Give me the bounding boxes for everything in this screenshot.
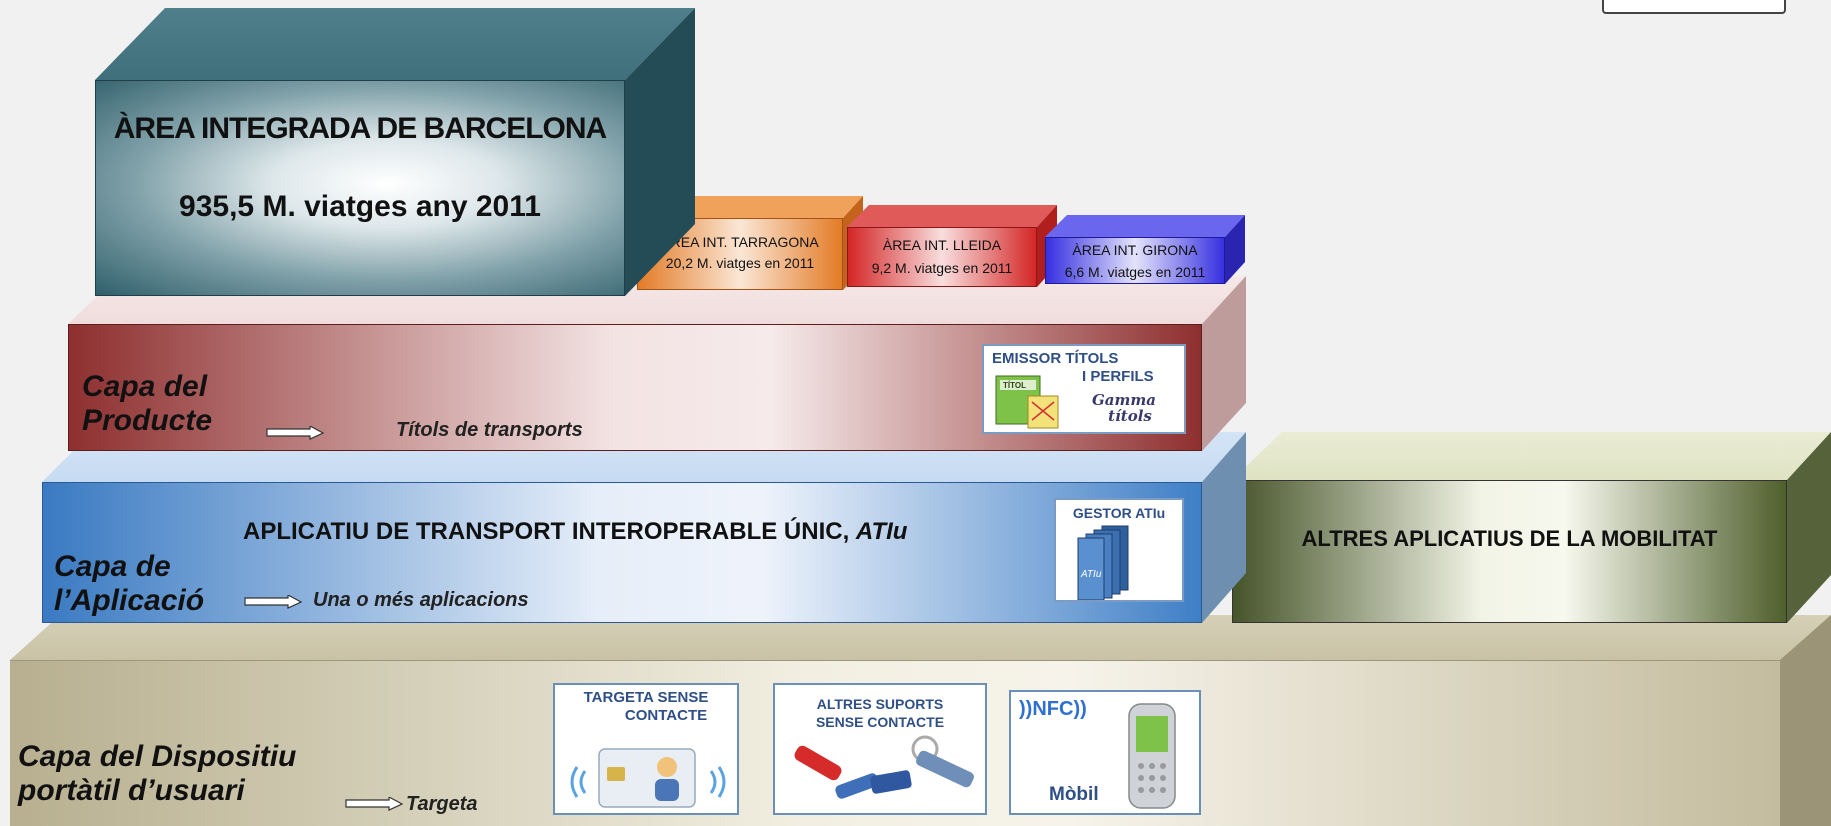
nfc-waves-left-icon: )) — [1019, 698, 1033, 720]
emissor-titols-line1: EMISSOR TÍTOLS — [992, 350, 1119, 367]
girona-side — [1225, 215, 1245, 284]
emissor-titols-line2: I PERFILS — [1082, 368, 1154, 385]
application-layer-arrow — [244, 595, 302, 609]
ticket-label: TÍTOL — [1003, 381, 1026, 390]
other-supports-title: ALTRES SUPORTS SENSE CONTACTE — [815, 696, 945, 730]
nfc-waves-right-icon: )) — [1073, 698, 1087, 720]
gestor-atiu-box: GESTOR ATIu ATIu — [1054, 498, 1184, 602]
nfc-label: ))NFC)) — [1019, 698, 1087, 720]
gamma-titols-caption: Gamma títols — [1092, 391, 1156, 425]
product-layer-subtitle: Títols de transports — [396, 419, 583, 441]
product-layer-title: Capa del Producte — [82, 370, 213, 437]
device-layer-subtitle: Targeta — [406, 793, 478, 815]
lleida-front — [847, 227, 1037, 287]
lleida-label: ÀREA INT. LLEIDA 9,2 M. viatges en 2011 — [871, 237, 1013, 276]
other-apps-label: ALTRES APLICATIUS DE LA MOBILITAT — [1301, 526, 1718, 551]
tarragona-label: ÀREA INT. TARRAGONA 20,2 M. viatges en 2… — [661, 234, 819, 271]
barcelona-title: ÀREA INTEGRADA DE BARCELONA — [113, 112, 607, 145]
device-layer-title: Capa del Dispositiu portàtil d’usuari — [18, 740, 297, 807]
ticket-icon: TÍTOL — [995, 375, 1059, 429]
application-layer-subtitle: Una o més aplicacions — [313, 589, 529, 611]
books-icon: ATIu — [1077, 525, 1129, 600]
contactless-card-box: TARGETA SENSE CONTACTE — [553, 683, 739, 815]
other-supports-box: ALTRES SUPORTS SENSE CONTACTE — [773, 683, 987, 815]
application-layer-front — [42, 482, 1202, 623]
barcelona-front — [95, 80, 625, 296]
girona-top — [1045, 215, 1245, 237]
contactless-card-title: TARGETA SENSE CONTACTE — [583, 689, 709, 724]
product-layer-arrow — [266, 426, 324, 440]
other-apps-top — [1232, 432, 1831, 480]
device-layer-arrow — [345, 797, 403, 811]
other-apps-front — [1232, 480, 1787, 623]
application-layer-title: Capa de l’Aplicació — [54, 550, 205, 617]
usb-keys-icon — [794, 735, 974, 799]
girona-label: ÀREA INT. GIRONA 6,6 M. viatges en 2011 — [1064, 242, 1206, 280]
barcelona-subtitle: 935,5 M. viatges any 2011 — [179, 190, 541, 223]
tarragona-front — [637, 218, 843, 290]
barcelona-top — [95, 8, 695, 80]
contactless-card-icon — [570, 748, 726, 808]
application-heading: APLICATIU DE TRANSPORT INTEROPERABLE ÚNI… — [243, 518, 908, 545]
lleida-top — [847, 205, 1057, 227]
books-label: ATIu — [1080, 569, 1102, 580]
corner-box — [1602, 0, 1786, 14]
emissor-titols-box: EMISSOR TÍTOLS I PERFILS TÍTOL Gamma tít… — [982, 344, 1186, 434]
girona-front — [1045, 237, 1225, 284]
mobile-phone-icon — [1128, 703, 1176, 809]
nfc-mobile-box: ))NFC)) Mòbil — [1009, 690, 1201, 815]
mobile-caption: Mòbil — [1049, 784, 1099, 805]
gestor-atiu-title: GESTOR ATIu — [1072, 505, 1166, 521]
